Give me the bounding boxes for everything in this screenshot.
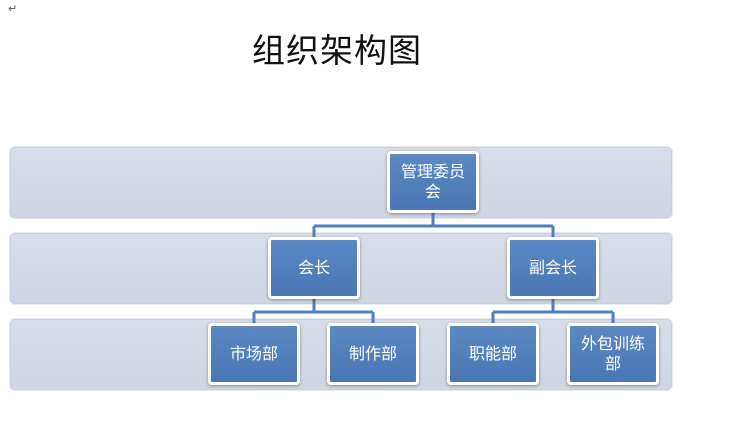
paragraph-mark: ↵	[8, 2, 18, 15]
page-title: 组织架构图	[252, 31, 422, 70]
node-outsourcing-training-dept[interactable]: 外包训练部	[567, 323, 659, 385]
level-band-1	[9, 146, 673, 219]
node-production-dept[interactable]: 制作部	[327, 323, 419, 385]
connector-chairman-to-depts	[252, 297, 375, 326]
node-chairman[interactable]: 会长	[268, 237, 360, 299]
node-vice-chairman[interactable]: 副会长	[507, 237, 599, 299]
connector-vice-chairman-to-depts	[491, 297, 615, 326]
node-marketing-dept[interactable]: 市场部	[208, 323, 300, 385]
node-management-committee[interactable]: 管理委员会	[387, 151, 479, 213]
connector-root-to-level2	[312, 212, 555, 240]
node-functional-dept[interactable]: 职能部	[447, 323, 539, 385]
